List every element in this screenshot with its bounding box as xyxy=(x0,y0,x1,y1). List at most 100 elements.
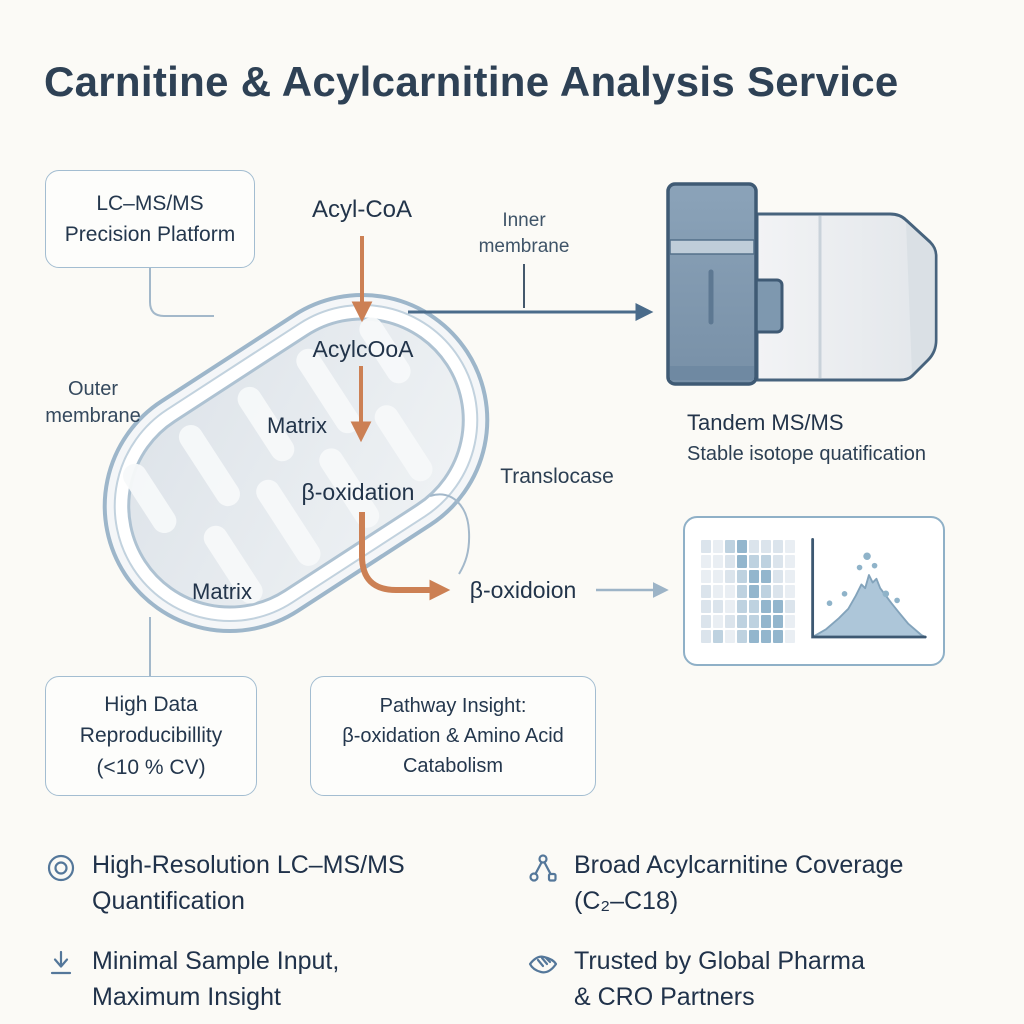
heatmap-cell xyxy=(725,539,735,553)
heatmap-cell xyxy=(761,629,771,643)
heatmap-cell xyxy=(701,629,711,643)
heatmap-cell xyxy=(749,569,759,583)
heatmap-cell xyxy=(713,614,723,628)
pathway-line: Catabolism xyxy=(402,755,504,777)
heatmap-cell xyxy=(785,629,795,643)
heatmap-cell xyxy=(761,599,771,613)
heatmap-cell xyxy=(713,539,723,553)
cristae xyxy=(122,317,433,604)
repro-line: High Data xyxy=(104,692,198,716)
mitochondrion-illustration xyxy=(102,292,490,634)
heatmap-cell xyxy=(761,554,771,568)
feature-text: Trusted by Global Pharma & CRO Partners xyxy=(574,947,865,1011)
heatmap-cell xyxy=(749,584,759,598)
heatmap-cell xyxy=(785,539,795,553)
instrument-caption-title: Tandem MS/MS xyxy=(687,410,844,435)
heatmap-cell xyxy=(773,614,783,628)
heatmap-cell xyxy=(785,599,795,613)
heatmap-cell xyxy=(761,584,771,598)
pathway-line: Pathway Insight: xyxy=(379,695,527,717)
instrument-caption: Tandem MS/MS Stable isotope quatificatio… xyxy=(687,410,926,466)
feature-trusted-partners: Trusted by Global Pharma & CRO Partners xyxy=(527,944,865,1015)
feature-broad-coverage: Broad Acylcarnitine Coverage (C₂–C18) xyxy=(527,848,903,919)
heatmap-cell xyxy=(725,629,735,643)
peak-axes xyxy=(811,537,927,639)
instrument-caption-subtitle: Stable isotope quatification xyxy=(687,443,927,465)
page-title: Carnitine & Acylcarnitine Analysis Servi… xyxy=(44,58,899,105)
heatmap-cell xyxy=(761,569,771,583)
matrix-lower-label: Matrix xyxy=(192,579,252,604)
heatmap-cell xyxy=(701,584,711,598)
instrument-tower-base xyxy=(670,366,754,380)
handshake-icon xyxy=(528,955,558,974)
heatmap-cell xyxy=(773,569,783,583)
heatmap-cell xyxy=(725,599,735,613)
platform-line: Precision Platform xyxy=(64,223,236,246)
spectrum-peak-chart xyxy=(811,537,927,639)
heatmap-cell xyxy=(725,569,735,583)
beta-oxidoion-label: β-oxidoion xyxy=(469,577,577,603)
reproducibility-callout-box: High Data Reproducibillity (<10 % CV) xyxy=(45,676,257,796)
matrix-upper-label: Matrix xyxy=(267,413,327,438)
heatmap-cell xyxy=(749,599,759,613)
results-panel xyxy=(683,516,945,666)
molecule-icon xyxy=(529,854,557,882)
mass-spectrometer-icon xyxy=(666,182,938,386)
heatmap-cell xyxy=(761,614,771,628)
heatmap-cell xyxy=(773,539,783,553)
translocase-label: Translocase xyxy=(500,465,614,488)
pathway-line: β-oxidation & Amino Acid xyxy=(342,725,564,747)
heatmap-cell xyxy=(713,554,723,568)
heatmap-cell xyxy=(737,554,747,568)
acylcooa-label: AcylcOoA xyxy=(312,336,414,362)
heatmap-cell xyxy=(701,599,711,613)
heatmap-cell xyxy=(737,614,747,628)
instrument-body xyxy=(755,212,938,382)
heatmap-cell xyxy=(749,539,759,553)
translocase-leader xyxy=(429,493,471,575)
heatmap-cell xyxy=(737,629,747,643)
heatmap-cell xyxy=(701,539,711,553)
instrument-body-shade xyxy=(906,222,935,374)
beta-oxidation-label: β-oxidation xyxy=(301,479,415,505)
feature-text: Broad Acylcarnitine Coverage (C₂–C18) xyxy=(574,851,904,915)
heatmap-cell xyxy=(785,554,795,568)
peak-scatter-dots xyxy=(826,552,900,607)
heatmap-cell xyxy=(713,629,723,643)
pathway-callout-box: Pathway Insight: β-oxidation & Amino Aci… xyxy=(310,676,596,796)
heatmap-cell xyxy=(749,554,759,568)
heatmap-cell xyxy=(725,554,735,568)
heatmap-cell xyxy=(773,554,783,568)
heatmap-cell xyxy=(737,569,747,583)
heatmap-cell xyxy=(713,599,723,613)
heatmap-cell xyxy=(725,614,735,628)
heatmap-cell xyxy=(737,584,747,598)
heatmap-cell xyxy=(701,554,711,568)
heatmap-cell xyxy=(701,614,711,628)
feature-minimal-input: Minimal Sample Input, Maximum Insight xyxy=(45,944,339,1015)
heatmap-cell xyxy=(749,629,759,643)
feature-text: Minimal Sample Input, Maximum Insight xyxy=(92,947,340,1011)
heatmap-grid xyxy=(701,539,795,643)
heatmap-cell xyxy=(773,599,783,613)
heatmap-cell xyxy=(785,614,795,628)
feature-high-resolution: High-Resolution LC–MS/MS Quantification xyxy=(45,848,405,919)
feature-text: High-Resolution LC–MS/MS Quantification xyxy=(92,851,405,915)
acyl-coa-label: Acyl-CoA xyxy=(311,196,413,223)
heatmap-cell xyxy=(773,584,783,598)
heatmap-cell xyxy=(785,569,795,583)
heatmap-cell xyxy=(749,614,759,628)
target-icon xyxy=(47,854,75,882)
heatmap-cell xyxy=(737,599,747,613)
heatmap-cell xyxy=(713,569,723,583)
platform-callout-box: LC–MS/MS Precision Platform xyxy=(45,170,255,268)
sample-input-icon xyxy=(50,950,72,975)
platform-line: LC–MS/MS xyxy=(96,191,204,215)
platform-box-connector xyxy=(149,268,214,317)
repro-line: (<10 % CV) xyxy=(96,755,206,779)
repro-line: Reproducibillity xyxy=(79,724,223,748)
heatmap-cell xyxy=(785,584,795,598)
heatmap-cell xyxy=(701,569,711,583)
